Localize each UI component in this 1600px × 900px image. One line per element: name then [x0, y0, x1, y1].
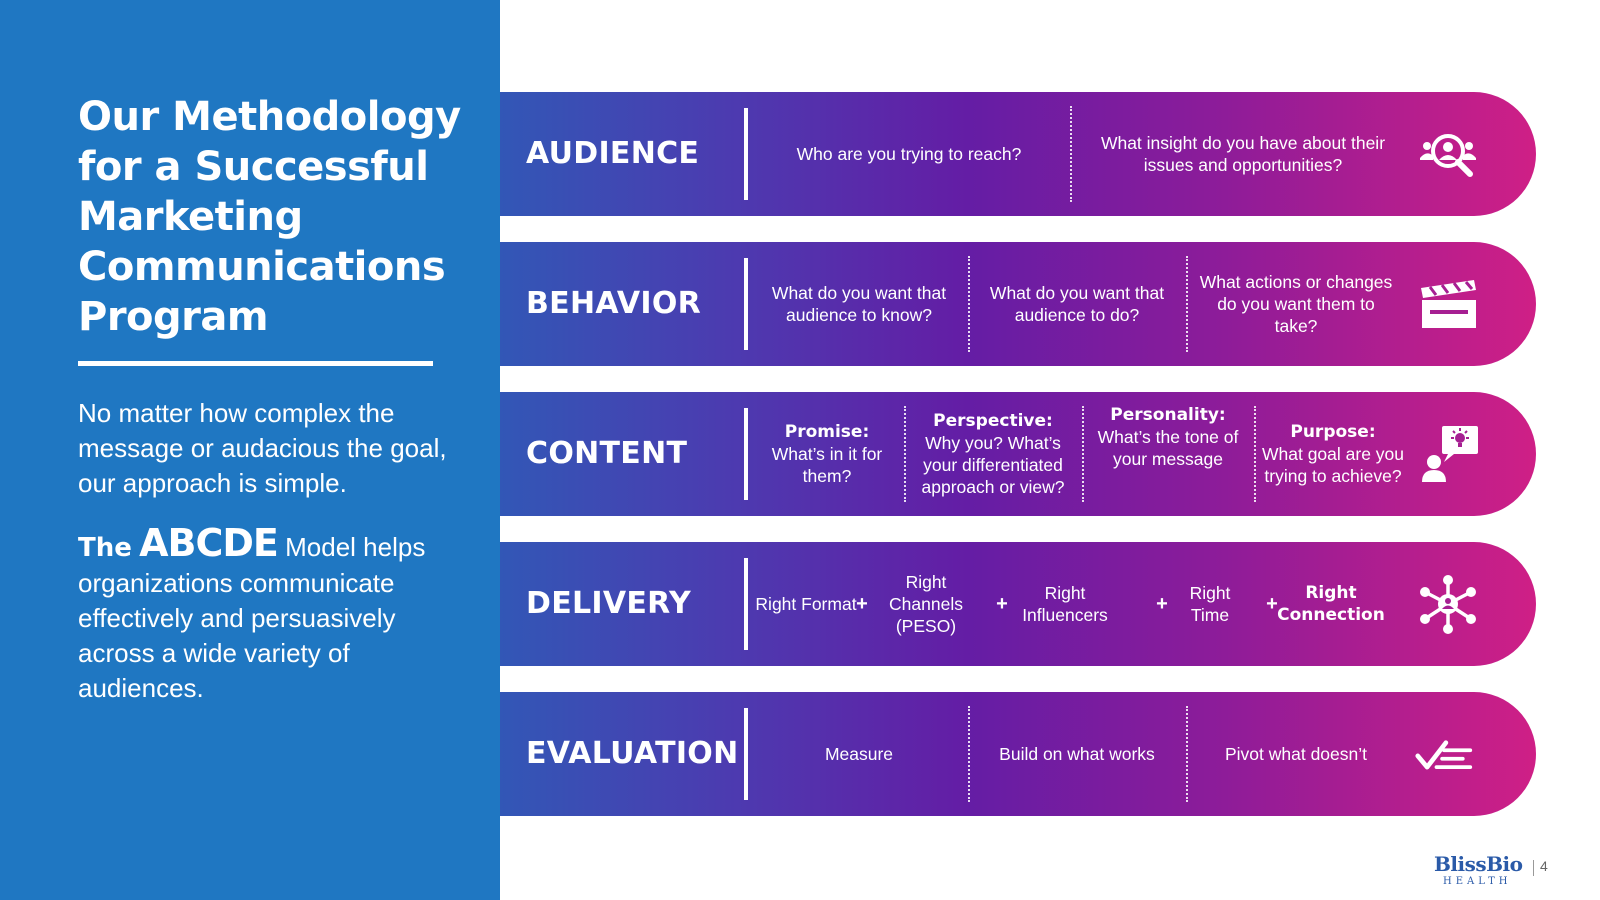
- plus-sign: +: [996, 593, 1008, 615]
- band-divider: [744, 408, 748, 500]
- dotted-separator: [968, 706, 970, 802]
- content-item-text: What’s the tone of your message: [1097, 427, 1239, 469]
- audience-question-1: Who are you trying to reach?: [796, 144, 1022, 164]
- evaluation-pivot: Pivot what doesn’t: [1224, 744, 1368, 764]
- person-idea-icon: [1422, 426, 1478, 482]
- evaluation-build: Build on what works: [999, 744, 1155, 764]
- content-personality: Personality:What’s the tone of your mess…: [1086, 392, 1250, 516]
- delivery-right-influencers: Right Influencers: [1022, 583, 1108, 625]
- dotted-separator: [1070, 106, 1072, 202]
- dotted-separator: [968, 256, 970, 352]
- plus-sign: +: [856, 593, 868, 615]
- checklist-icon: [1415, 740, 1473, 770]
- dotted-separator: [1186, 256, 1188, 352]
- band-divider: [744, 108, 748, 200]
- left-panel: Our Methodology for a Successful Marketi…: [0, 0, 500, 900]
- delivery-right-time: Right Time: [1189, 583, 1231, 625]
- band-title-evaluation: EVALUATION: [526, 736, 739, 771]
- band-divider: [744, 258, 748, 350]
- dotted-separator: [1082, 406, 1084, 502]
- behavior-question-2: What do you want that audience to do?: [989, 283, 1165, 325]
- intro-paragraph: No matter how complex the message or aud…: [78, 398, 447, 498]
- content-item-text: What goal are you trying to achieve?: [1261, 444, 1405, 486]
- abcde-word: ABCDE: [139, 521, 279, 565]
- dotted-separator: [1254, 406, 1256, 502]
- delivery-right-connection: Right Connection: [1277, 583, 1385, 625]
- content-item-text: What’s in it for them?: [771, 444, 883, 486]
- content-promise: Promise:What’s in it for them?: [752, 392, 902, 516]
- network-hub-icon: [1420, 575, 1476, 634]
- content-item-title: Promise:: [784, 422, 870, 442]
- page-title: Our Methodology for a Successful Marketi…: [78, 94, 461, 340]
- dotted-separator: [1186, 706, 1188, 802]
- content-purpose: Purpose:What goal are you trying to achi…: [1258, 392, 1408, 516]
- content-item-text: Why you? What’s your differentiated appr…: [921, 433, 1065, 497]
- page-number: 4: [1540, 858, 1548, 874]
- title-divider: [78, 361, 433, 366]
- content-item-title: Purpose:: [1290, 422, 1376, 442]
- delivery-right-channels: Right Channels (PESO): [889, 572, 963, 636]
- content-band: CONTENT Promise:What’s in it for them? P…: [500, 392, 1536, 516]
- logo-subtext: HEALTH: [1443, 876, 1512, 887]
- content-perspective: Perspective:Why you? What’s your differe…: [908, 392, 1078, 516]
- plus-sign: +: [1266, 593, 1278, 615]
- blissbio-logo: BlissBio HEALTH: [1434, 852, 1554, 896]
- audience-target-icon: [1420, 134, 1476, 177]
- evaluation-measure: Measure: [824, 744, 894, 764]
- band-title-content: CONTENT: [526, 436, 688, 471]
- dotted-separator: [904, 406, 906, 502]
- content-item-title: Perspective:: [933, 411, 1053, 431]
- delivery-right-format: Right Format: [755, 594, 857, 614]
- clapperboard-icon: [1421, 280, 1476, 328]
- plus-sign: +: [1156, 593, 1168, 615]
- content-item-title: Personality:: [1110, 405, 1226, 425]
- behavior-question-1: What do you want that audience to know?: [771, 283, 947, 325]
- evaluation-band: EVALUATION Measure Build on what works P…: [500, 692, 1536, 816]
- abcde-description: Model helps organizations communicate ef…: [78, 532, 426, 703]
- behavior-question-3: What actions or changes do you want them…: [1199, 272, 1393, 336]
- band-divider: [744, 558, 748, 650]
- audience-question-2: What insight do you have about their iss…: [1100, 133, 1386, 175]
- band-title-delivery: DELIVERY: [526, 586, 691, 621]
- behavior-band: BEHAVIOR What do you want that audience …: [500, 242, 1536, 366]
- the-word: The: [78, 533, 132, 563]
- delivery-band: DELIVERY Right Format + Right Channels (…: [500, 542, 1536, 666]
- band-title-audience: AUDIENCE: [526, 136, 700, 171]
- logo-wordmark: BlissBio: [1434, 852, 1523, 876]
- abcde-paragraph: The ABCDE Model helps organizations comm…: [78, 524, 478, 706]
- audience-band: AUDIENCE Who are you trying to reach? Wh…: [500, 92, 1536, 216]
- band-title-behavior: BEHAVIOR: [526, 286, 702, 321]
- page-number-separator: [1533, 860, 1534, 876]
- band-divider: [744, 708, 748, 800]
